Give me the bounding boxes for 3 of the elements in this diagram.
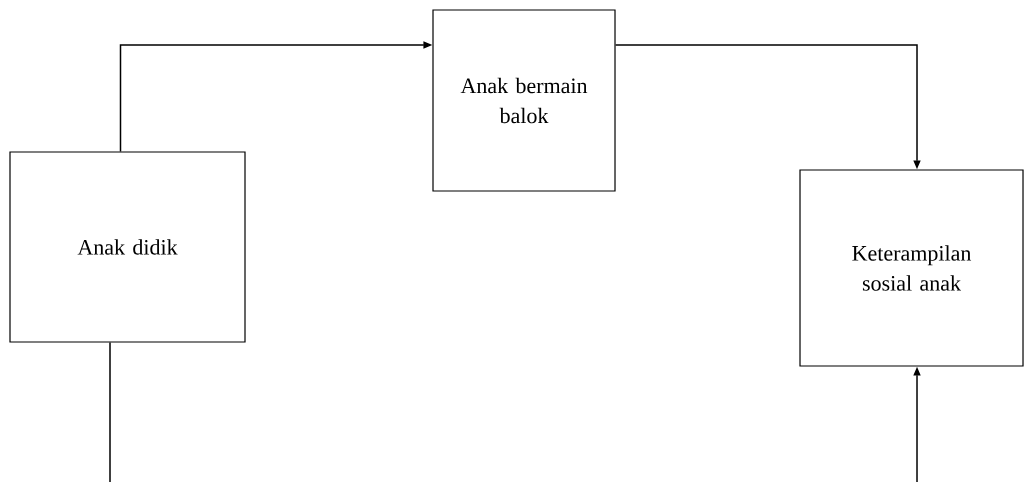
process-box: Anak bermain balok [432,9,616,192]
process-box: Anak didik [9,151,246,343]
process-box: Keterampilan sosial anak [799,169,1024,367]
